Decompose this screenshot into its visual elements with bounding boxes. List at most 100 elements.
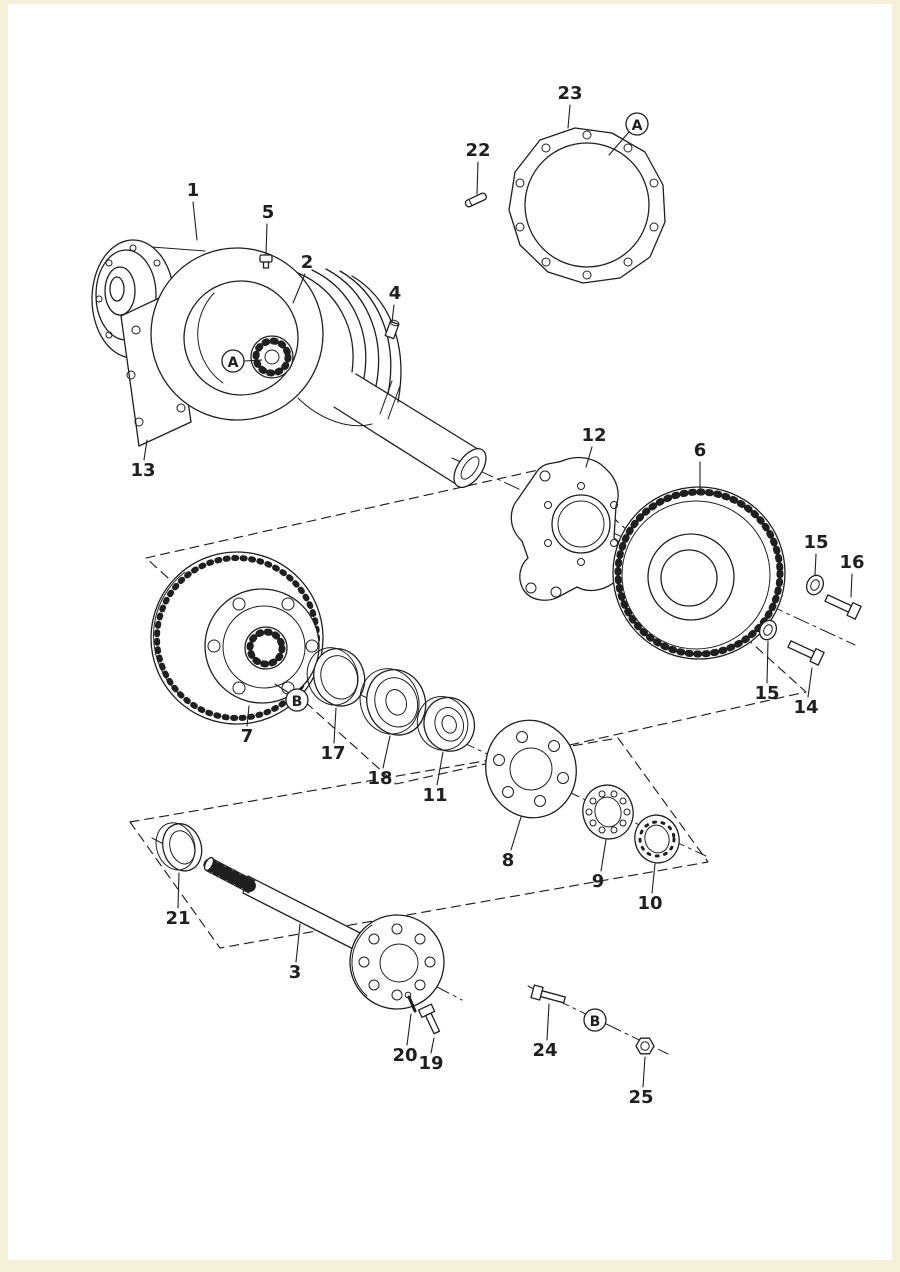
- small-bolt-4: [384, 319, 400, 340]
- callout-10: 10: [637, 863, 663, 914]
- axle-tube: [333, 373, 487, 488]
- brake-drum-6: [612, 486, 786, 660]
- hex-bolt-24: [530, 984, 566, 1004]
- leader-line: [567, 104, 571, 129]
- callout-label-6: 6: [694, 440, 707, 461]
- bolt-19: [417, 1003, 441, 1035]
- callout-label-16: 16: [839, 552, 864, 573]
- callout-12: 12: [581, 425, 607, 468]
- leader-line: [243, 359, 263, 362]
- dowel-pin-22: [464, 192, 487, 208]
- callout-24: 24: [532, 1003, 558, 1061]
- callout-20: 20: [392, 1013, 418, 1066]
- leader-line: [766, 640, 769, 684]
- callout-label-5: 5: [262, 202, 275, 223]
- stud-20: [404, 991, 417, 1013]
- retainer-plate-8: [485, 719, 577, 819]
- callout-label-2: 2: [301, 252, 314, 273]
- leader-line: [476, 161, 479, 195]
- callout-19: 19: [418, 1037, 444, 1074]
- callout-21: 21: [165, 872, 191, 929]
- assembly-group-box-upper: [145, 465, 807, 785]
- callout-15-upper: 15: [803, 532, 829, 576]
- ref-circle: [583, 1008, 607, 1032]
- ref-label-a-gasket: A: [632, 118, 643, 134]
- callout-label-1: 1: [187, 180, 200, 201]
- callout-14: 14: [793, 667, 819, 718]
- leader-line: [546, 1003, 550, 1041]
- spring-washer-15-lower: [758, 619, 778, 641]
- leader-line: [814, 553, 817, 576]
- callout-1: 1: [187, 180, 200, 241]
- bearing-cone-11: [416, 696, 476, 752]
- spring-washer-15-upper: [805, 574, 825, 596]
- assembly-group-box-lower: [129, 737, 709, 949]
- callout-label-13: 13: [130, 460, 155, 481]
- callout-label-19: 19: [418, 1053, 443, 1074]
- ref-circle: [625, 112, 649, 136]
- callout-label-8: 8: [502, 850, 515, 871]
- ball-bearing-9: [582, 784, 634, 840]
- lock-ring-10: [634, 814, 680, 864]
- leader-line: [651, 863, 656, 894]
- ref-label-b-bolts: B: [590, 1014, 601, 1030]
- axle-shaft-3: [203, 856, 445, 1010]
- plug-bolt-5: [259, 254, 273, 269]
- callout-label-9: 9: [592, 871, 605, 892]
- leader-line: [600, 839, 607, 872]
- callout-label-15-upper: 15: [803, 532, 828, 553]
- leader-line: [406, 1013, 412, 1046]
- leader-line: [274, 683, 290, 694]
- leader-line: [292, 273, 306, 304]
- callout-6: 6: [694, 440, 707, 491]
- ref-label-b-hub: B: [292, 694, 303, 710]
- callout-15-lower: 15: [754, 640, 780, 704]
- gasket-23: [508, 127, 666, 284]
- callout-23: 23: [557, 83, 583, 129]
- hex-nut-25: [635, 1037, 655, 1055]
- bearing-18: [359, 668, 427, 736]
- bearing-bracket-12: [510, 456, 628, 601]
- callout-18: 18: [367, 735, 393, 789]
- callout-label-23: 23: [557, 83, 582, 104]
- seal-ring-17: [306, 647, 366, 707]
- callout-16: 16: [839, 552, 865, 598]
- callout-label-4: 4: [389, 283, 402, 304]
- callout-11: 11: [422, 751, 448, 806]
- callout-label-22: 22: [465, 140, 490, 161]
- leader-line: [143, 439, 148, 461]
- ref-marker-b-hub: B: [274, 683, 309, 712]
- leader-line: [430, 1037, 435, 1054]
- centerline-drum-axis: [451, 457, 856, 646]
- callout-9: 9: [592, 839, 607, 892]
- callout-label-10: 10: [637, 893, 662, 914]
- leader-line: [642, 1056, 646, 1088]
- leader-line: [177, 872, 180, 909]
- callout-label-17: 17: [320, 743, 345, 764]
- callout-4: 4: [389, 283, 402, 323]
- callout-label-3: 3: [289, 962, 302, 983]
- leader-line: [295, 923, 301, 963]
- leader-line: [246, 705, 250, 727]
- callout-25: 25: [628, 1056, 654, 1108]
- callout-label-15-lower: 15: [754, 683, 779, 704]
- callout-label-12: 12: [581, 425, 606, 446]
- leader-line: [807, 667, 813, 698]
- callout-22: 22: [465, 140, 491, 195]
- leader-line: [850, 573, 853, 598]
- callout-label-14: 14: [793, 697, 818, 718]
- callout-label-20: 20: [392, 1045, 417, 1066]
- hub-drum-7: [150, 551, 324, 725]
- leader-line: [608, 131, 630, 156]
- callout-8: 8: [502, 816, 522, 871]
- callout-label-24: 24: [532, 1040, 557, 1061]
- leader-line: [192, 201, 198, 241]
- callout-3: 3: [289, 923, 302, 983]
- leader-line: [391, 304, 395, 323]
- leader-line: [510, 816, 522, 851]
- callout-label-25: 25: [628, 1087, 653, 1108]
- callout-label-7: 7: [241, 726, 254, 747]
- leader-line: [585, 446, 593, 468]
